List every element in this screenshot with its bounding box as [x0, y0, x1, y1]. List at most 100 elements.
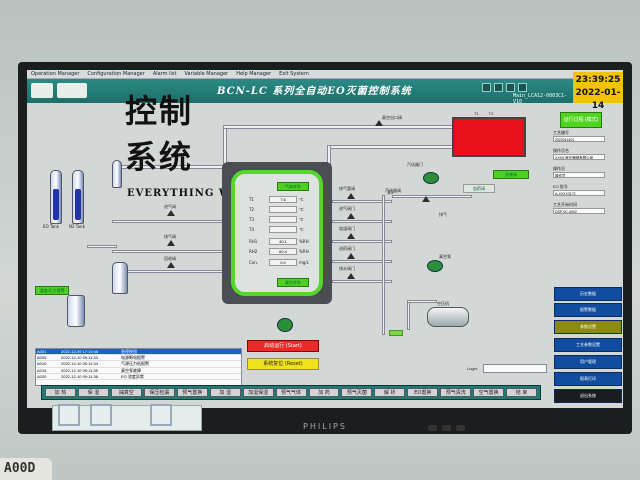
step-air-replace[interactable]: 空气置换 — [473, 388, 505, 397]
step-aerate[interactable]: 解 析 — [374, 388, 406, 397]
valve-label: 进气阀 — [164, 204, 176, 209]
history-data-button[interactable]: 历史数据 — [554, 287, 622, 301]
window-control-icon[interactable] — [482, 83, 491, 92]
step-humidify-hold[interactable]: 加湿保湿 — [242, 388, 274, 397]
overlay-title-line2: 系统 — [125, 138, 194, 176]
valve-icon[interactable] — [347, 233, 355, 239]
bezel-button[interactable] — [428, 425, 437, 431]
exit-system-button[interactable]: 退出系统 — [554, 389, 622, 403]
valve-icon[interactable] — [167, 210, 175, 216]
login-field[interactable] — [483, 364, 547, 373]
menu-exit-system[interactable]: Exit System — [279, 71, 309, 77]
panel-port-icon[interactable] — [150, 404, 172, 426]
pipe — [112, 220, 224, 223]
pipe — [332, 220, 392, 223]
start-button[interactable]: 启动运行 (Start) — [247, 340, 319, 352]
vaporizer-icon[interactable] — [112, 262, 128, 294]
menu-alarm-list[interactable]: Alarm list — [152, 71, 177, 77]
menu-help-manager[interactable]: Help Manager — [236, 71, 272, 77]
valve-icon[interactable] — [167, 262, 175, 268]
info-value[interactable]: 操作员 — [553, 172, 605, 178]
window-control-icon[interactable] — [494, 83, 503, 92]
alarm-row[interactable]: A020 2022-12-10 09:11:36 EO 浓度异常 — [36, 374, 241, 380]
step-pre-gas[interactable]: 预气气体 — [275, 388, 307, 397]
pipe — [407, 300, 437, 303]
step-leak-test[interactable]: 保压检漏 — [143, 388, 175, 397]
info-label: 操作员名 — [553, 148, 569, 153]
info-value[interactable]: DSP-0C-0002 — [553, 208, 605, 214]
status-tag[interactable]: 进液阀 — [493, 170, 529, 179]
alarm-message: 急停按钮 — [121, 349, 137, 354]
valve-icon[interactable] — [167, 240, 175, 246]
usb-port-icon[interactable] — [90, 404, 112, 426]
valve-icon[interactable] — [375, 120, 383, 126]
eo-tank-cylinder[interactable] — [50, 170, 62, 224]
pipe — [332, 240, 392, 243]
info-label: EO 批号 — [553, 184, 568, 189]
info-value[interactable]: 2022011401 — [553, 136, 605, 142]
equipment-sticker: A00D — [0, 458, 52, 480]
reset-button[interactable]: 系统复位 (Reset) — [247, 358, 319, 370]
water-tank[interactable] — [452, 117, 526, 157]
alarm-time: 2022-12-10 09:11:36 — [61, 373, 98, 379]
window-control-icon[interactable] — [506, 83, 515, 92]
run-mode-button[interactable]: 运行过程 (模式) — [560, 112, 602, 128]
company-logo — [31, 83, 53, 98]
pump-icon[interactable] — [423, 172, 439, 184]
step-heating[interactable]: 加 热 — [45, 388, 76, 397]
alarm-row[interactable]: A005 2022-12-10 09:11:33 电源断电报警 — [36, 355, 241, 362]
valve-icon[interactable] — [347, 193, 355, 199]
step-vacuum[interactable]: 抽真空 — [110, 388, 142, 397]
step-dose[interactable]: 加 药 — [308, 388, 340, 397]
step-end[interactable]: 结 束 — [506, 388, 538, 397]
partner-logo — [57, 83, 87, 98]
status-tag[interactable]: 加药阀 — [463, 184, 495, 193]
valve-icon[interactable] — [422, 196, 430, 202]
user-management-button[interactable]: 用户管理 — [554, 355, 622, 369]
step-clean[interactable]: 预气清洗 — [440, 388, 472, 397]
valve-icon[interactable] — [347, 213, 355, 219]
alarm-list: A001 2022-12-09 17:19:46 急停按钮 A005 2022-… — [35, 348, 242, 386]
usb-port-icon[interactable] — [58, 404, 80, 426]
step-hold-moisture[interactable]: 保 湿 — [77, 388, 109, 397]
alarm-message: 电源断电报警 — [121, 355, 145, 361]
bezel-button[interactable] — [442, 425, 451, 431]
pipe — [382, 195, 385, 335]
parameter-settings-button[interactable]: 参数设置 — [554, 320, 622, 334]
n2-tank-cylinder[interactable] — [72, 170, 84, 224]
alarm-unit-icon[interactable] — [67, 295, 85, 327]
alarm-message: 气源压力低报警 — [121, 361, 149, 367]
valve-icon[interactable] — [347, 273, 355, 279]
alarm-row[interactable]: A001 2022-12-09 17:19:46 急停按钮 — [36, 349, 241, 356]
menu-configuration-manager[interactable]: Configuration Manager — [87, 71, 145, 77]
pipe — [392, 195, 472, 198]
alarm-row[interactable]: A015 2022-12-10 09:11:35 真空泵故障 — [36, 368, 241, 374]
menu-operation-manager[interactable]: Operation Manager — [31, 71, 80, 77]
alarm-time: 2022-12-10 09:11:35 — [61, 367, 98, 373]
valve-icon[interactable] — [347, 253, 355, 259]
vacuum-pump-icon[interactable] — [427, 260, 443, 272]
air-compressor-icon[interactable] — [427, 307, 469, 327]
info-value[interactable]: A-XXXX3172 — [553, 190, 605, 196]
menu-bar: Operation Manager Configuration Manager … — [27, 70, 623, 79]
alarm-panel-tag[interactable]: 温度/压力报警 — [35, 286, 69, 295]
window-control-icon[interactable] — [518, 83, 527, 92]
menu-variable-manager[interactable]: Variable Manager — [184, 71, 229, 77]
valve-label: 真空出口阀 — [382, 115, 402, 120]
compressor-label: 空压机 — [437, 301, 449, 306]
step-pre-replace[interactable]: 预气置换 — [176, 388, 208, 397]
alarm-row[interactable]: A010 2022-12-10 09:11:34 气源压力低报警 — [36, 361, 241, 368]
pipe-green — [389, 330, 403, 336]
circulation-pump-icon[interactable] — [277, 318, 293, 332]
bezel-button[interactable] — [456, 425, 465, 431]
pipe — [407, 300, 410, 330]
step-sterilize[interactable]: 预气灭菌 — [341, 388, 373, 397]
report-print-button[interactable]: 报表打印 — [554, 372, 622, 386]
process-parameter-button[interactable]: 工艺参数设置 — [554, 338, 622, 352]
step-eo-replace[interactable]: EO置换 — [407, 388, 439, 397]
info-value[interactable]: XXXX 医疗器械有限公司 — [553, 154, 605, 160]
alarm-data-button[interactable]: 报警数据 — [554, 303, 622, 317]
step-humidify[interactable]: 加 湿 — [209, 388, 241, 397]
alarm-message: 真空泵故障 — [121, 367, 141, 373]
valve-label: 排气阀 — [164, 234, 176, 239]
